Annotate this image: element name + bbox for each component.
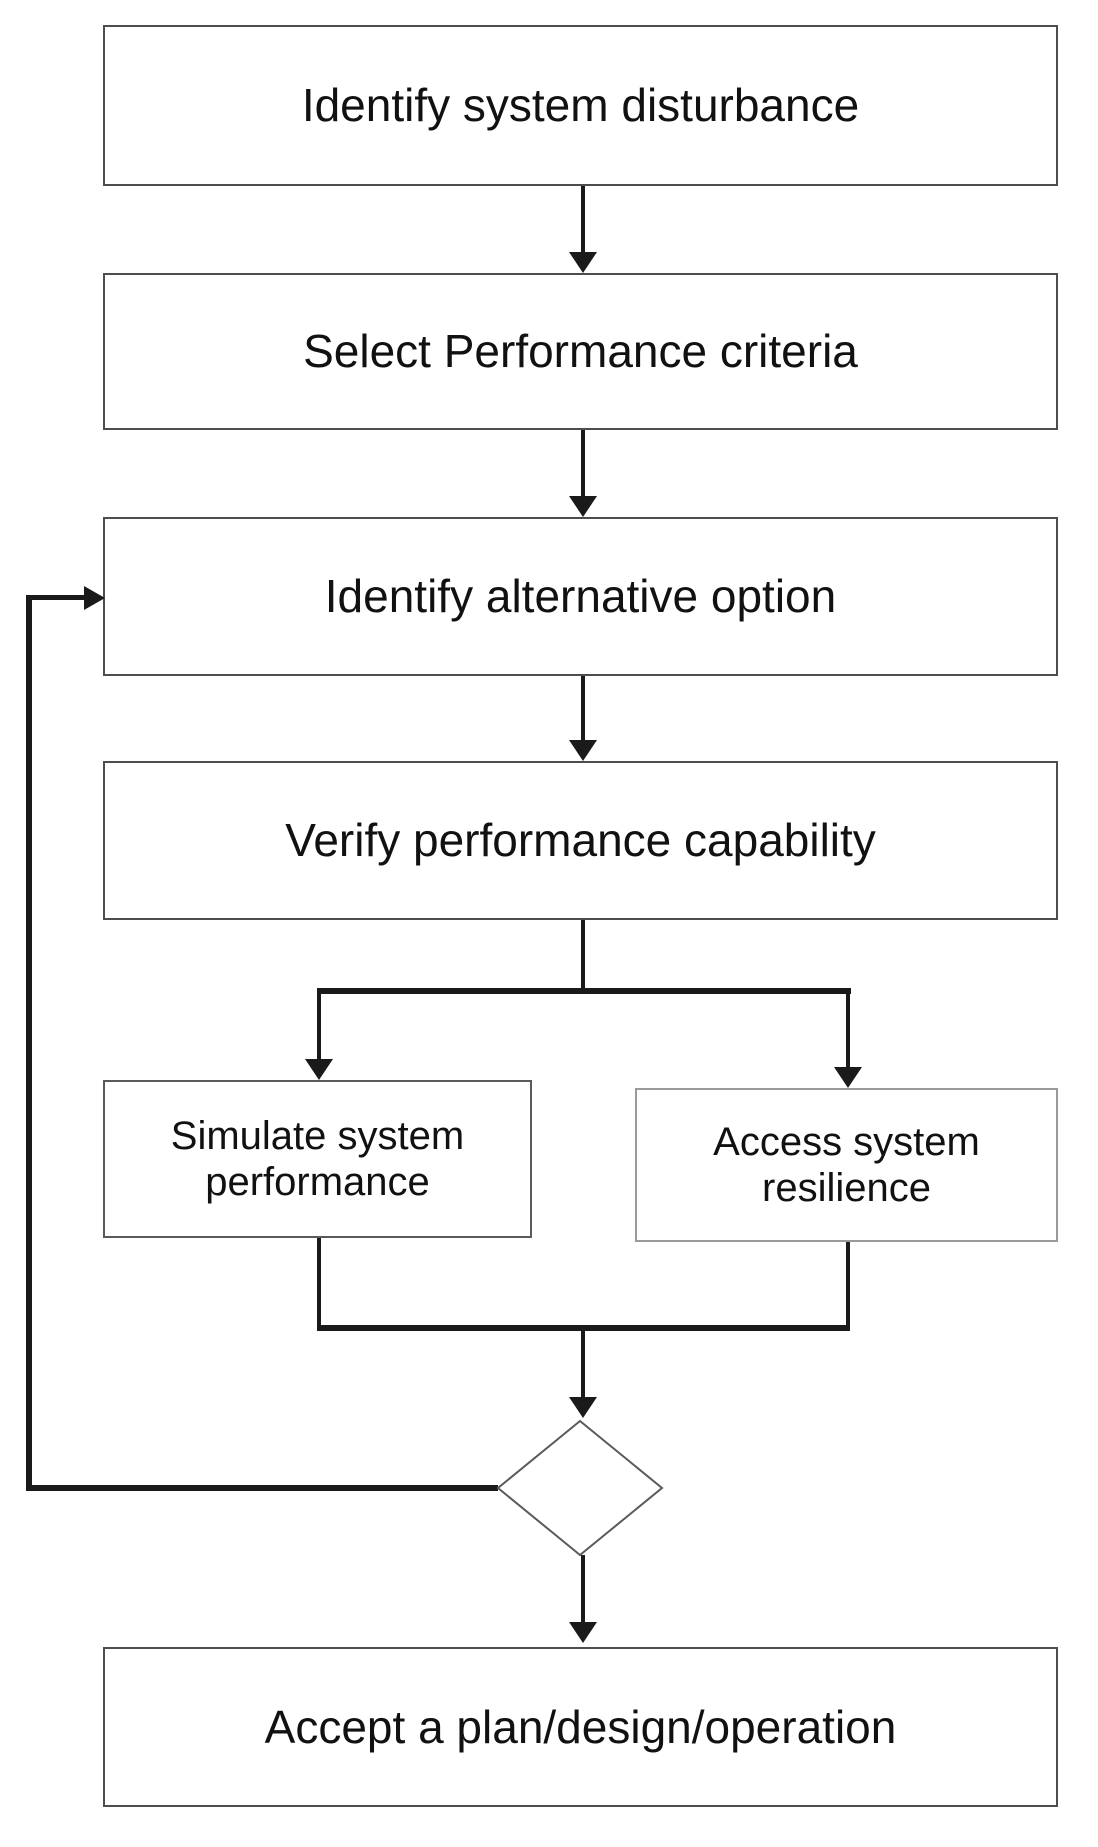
- connector-line: [317, 988, 321, 1062]
- connector-line: [581, 1555, 585, 1625]
- node-label: Select Performance criteria: [303, 325, 858, 378]
- diamond-shape: [496, 1419, 664, 1557]
- arrow-down-icon: [569, 496, 597, 517]
- connector-line: [846, 988, 850, 1070]
- arrow-down-icon: [569, 740, 597, 761]
- split-connector-line: [317, 988, 851, 994]
- node-label: Access system resilience: [713, 1120, 980, 1210]
- node-identify-alternative-option: Identify alternative option: [103, 517, 1058, 676]
- node-simulate-system-performance: Simulate system performance: [103, 1080, 532, 1238]
- feedback-bottom-line: [26, 1485, 498, 1491]
- node-label: Identify alternative option: [324, 570, 837, 623]
- merge-connector-line: [317, 1325, 850, 1331]
- connector-line: [846, 1242, 850, 1331]
- node-label: Simulate system performance: [170, 1114, 465, 1204]
- connector-line: [581, 186, 585, 255]
- connector-line: [581, 676, 585, 742]
- arrow-down-icon: [305, 1059, 333, 1080]
- node-accept-plan-design-operation: Accept a plan/design/operation: [103, 1647, 1058, 1807]
- arrow-right-icon: [84, 586, 105, 610]
- arrow-down-icon: [569, 252, 597, 273]
- node-verify-performance-capability: Verify performance capability: [103, 761, 1058, 920]
- arrow-down-icon: [834, 1067, 862, 1088]
- node-label: Verify performance capability: [285, 814, 876, 867]
- feedback-vertical-line: [26, 595, 32, 1491]
- node-access-system-resilience: Access system resilience: [635, 1088, 1058, 1242]
- connector-line: [581, 430, 585, 498]
- arrow-down-icon: [569, 1622, 597, 1643]
- node-label: Accept a plan/design/operation: [264, 1700, 897, 1753]
- node-identify-system-disturbance: Identify system disturbance: [103, 25, 1058, 186]
- node-select-performance-criteria: Select Performance criteria: [103, 273, 1058, 430]
- feedback-top-line: [26, 595, 86, 600]
- connector-line: [581, 1331, 585, 1399]
- decision-diamond: [496, 1419, 664, 1557]
- node-label: Identify system disturbance: [301, 79, 860, 132]
- connector-line: [317, 1238, 321, 1331]
- connector-line: [581, 920, 585, 994]
- arrow-down-icon: [569, 1397, 597, 1418]
